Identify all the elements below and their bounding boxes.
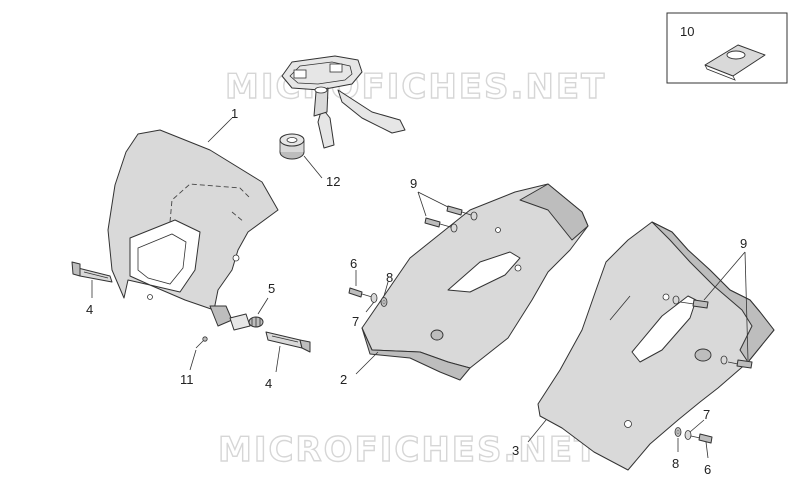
washer-9-right-lower[interactable] — [720, 355, 728, 365]
bolt-6-right[interactable] — [690, 433, 713, 444]
leader-11 — [189, 349, 197, 371]
side-panel-right-part-3[interactable] — [537, 221, 775, 471]
callout-4-left: 4 — [86, 302, 93, 317]
indicator-stalk-part-5[interactable] — [229, 313, 264, 331]
callout-5: 5 — [268, 281, 275, 296]
callout-12: 12 — [326, 174, 340, 189]
leader-9b-1 — [703, 251, 746, 301]
leader-4b — [275, 345, 281, 373]
leader-7b — [689, 419, 705, 433]
washer-9-upper[interactable] — [470, 211, 478, 221]
callout-6-left: 6 — [350, 256, 357, 271]
callout-9-right: 9 — [740, 236, 747, 251]
bolt-9-right-upper[interactable] — [679, 299, 709, 309]
bolt-9-right-lower[interactable] — [727, 359, 753, 369]
callout-3: 3 — [512, 443, 519, 458]
washer-7-left[interactable] — [370, 293, 378, 303]
leader-1 — [207, 117, 233, 143]
washer-9-lower[interactable] — [450, 223, 458, 233]
leader-9a-1 — [417, 191, 449, 208]
indicator-left-part-4[interactable] — [71, 261, 113, 283]
callout-11: 11 — [180, 372, 194, 387]
callout-7-right: 7 — [703, 407, 710, 422]
callout-9-left: 9 — [410, 176, 417, 191]
callout-6-right: 6 — [704, 462, 711, 477]
leader-3 — [527, 419, 547, 443]
washer-8-left[interactable] — [380, 297, 388, 307]
screw-part-11[interactable] — [195, 336, 208, 349]
washer-9-right-upper[interactable] — [672, 295, 680, 305]
callout-8-left: 8 — [386, 270, 393, 285]
side-panel-left-part-2[interactable] — [361, 183, 589, 381]
leader-5 — [257, 297, 269, 315]
leader-2 — [355, 351, 379, 375]
leader-9a-2 — [417, 191, 427, 217]
indicator-right-part-4[interactable] — [265, 331, 311, 353]
bolt-6-left[interactable] — [348, 287, 373, 298]
grommet-part-12[interactable] — [279, 133, 305, 160]
watermark-bottom: MICROFICHES.NET — [218, 430, 599, 470]
leader-8a — [383, 281, 389, 297]
leader-7a — [365, 301, 375, 313]
leader-12 — [303, 155, 323, 179]
leader-9b-2 — [744, 251, 749, 361]
callout-2: 2 — [340, 372, 347, 387]
washer-8-right[interactable] — [674, 427, 682, 437]
headlight-fairing-part-1[interactable] — [107, 129, 279, 327]
callout-10: 10 — [680, 24, 694, 39]
callout-8-right: 8 — [672, 456, 679, 471]
callout-7-left: 7 — [352, 314, 359, 329]
watermark-top: MICROFICHES.NET — [225, 67, 606, 107]
inset-box-part-10[interactable]: 10 — [666, 12, 788, 84]
instrument-bracket[interactable] — [281, 55, 406, 149]
callout-1: 1 — [231, 106, 238, 121]
callout-4-right: 4 — [265, 376, 272, 391]
clip-part-10 — [704, 44, 766, 81]
bolt-9-lower[interactable] — [424, 217, 455, 229]
leader-6b — [705, 441, 709, 459]
washer-7-right[interactable] — [684, 430, 692, 440]
